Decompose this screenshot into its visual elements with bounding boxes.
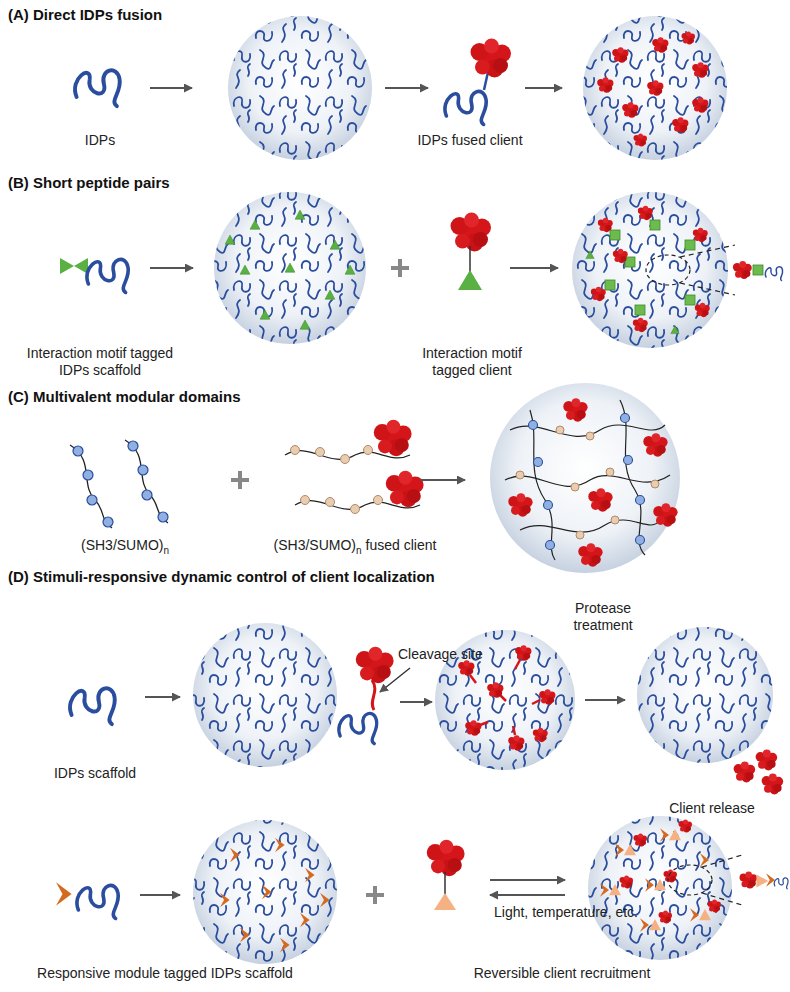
text-label: Responsive module tagged IDPs scaffold [37,965,293,981]
label-box: Interaction motif tagged client [407,345,537,379]
text-label: Interaction motif tagged IDPs scaffold [27,345,173,378]
panel-heading: (A) Direct IDPs fusion [8,6,162,23]
text-label: Light, temperature, etc. [494,904,638,920]
text-label: Reversible client recruitment [474,965,651,981]
panel-heading-box: (B) Short peptide pairs [8,174,170,191]
subscript: n [163,545,169,556]
panel-d-responsive-art [56,816,788,964]
panel-heading-box: (C) Multivalent modular domains [8,388,241,405]
label-box: Protease treatment [558,600,648,634]
label-box: IDPs scaffold [54,765,136,782]
panel-heading-box: (D) Stimuli-responsive dynamic control o… [8,568,435,585]
label-box: Light, temperature, etc. [494,904,638,921]
label-box: Client release [669,800,755,817]
panel-heading-box: (A) Direct IDPs fusion [8,6,162,23]
text-label: Protease treatment [573,600,632,633]
text-label: Cleavage site [398,646,483,662]
text-label: fused client [366,537,437,553]
text-label: Client release [669,800,755,816]
label-box: (SH3/SUMO)n fused client [274,537,437,556]
panel-b-art [60,192,783,348]
text-label: IDPs scaffold [54,765,136,781]
panel-heading: (D) Stimuli-responsive dynamic control o… [8,568,435,585]
label-box: (SH3/SUMO)n [81,537,169,556]
panel-d-cleavage-art [70,623,783,794]
text-label: Interaction motif tagged client [422,345,522,378]
label-box: IDPs [85,132,115,149]
label-box: Reversible client recruitment [474,965,651,982]
label-box: Interaction motif tagged IDPs scaffold [20,345,180,379]
panel-c-art [70,383,680,573]
panel-heading: (C) Multivalent modular domains [8,388,241,405]
label-box: IDPs fused client [417,132,522,149]
panel-a-art [75,16,727,160]
label-box: Cleavage site [398,646,483,663]
text-label: IDPs [85,132,115,148]
text-label: (SH3/SUMO) [81,537,163,553]
text-label: IDPs fused client [417,132,522,148]
text-label: (SH3/SUMO) [274,537,356,553]
subscript: n [356,545,362,556]
label-box: Responsive module tagged IDPs scaffold [37,965,293,982]
panel-heading: (B) Short peptide pairs [8,174,170,191]
